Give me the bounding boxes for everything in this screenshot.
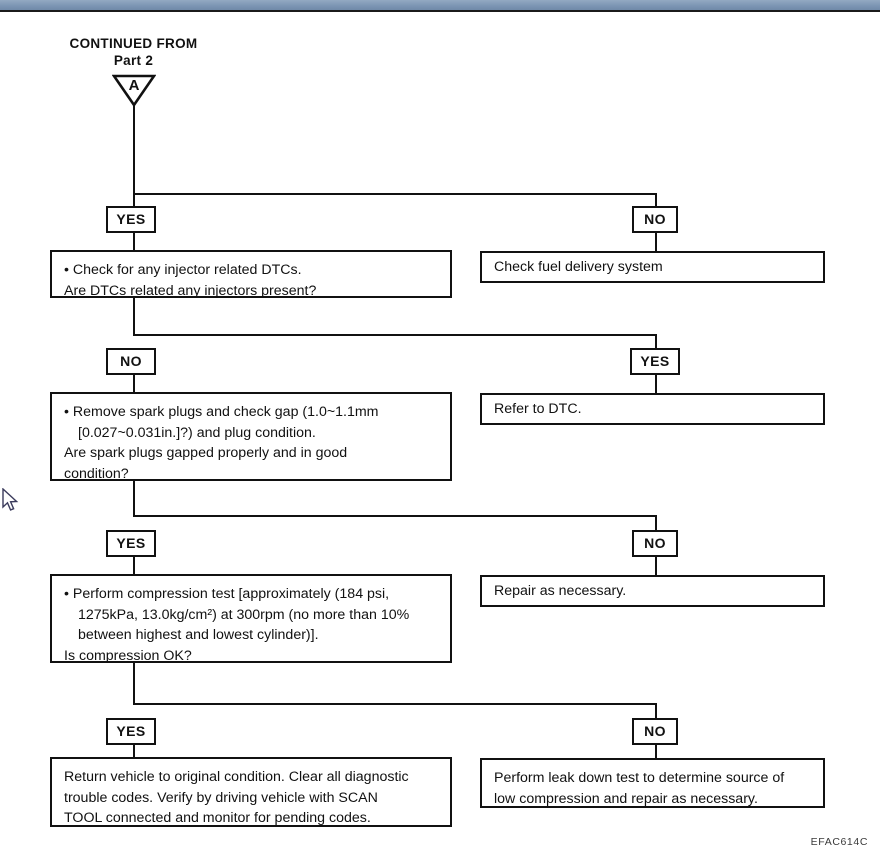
decision-box-row-1-line-2: Are DTCs related any injectors present? bbox=[64, 282, 317, 299]
triangle-down-icon bbox=[111, 74, 157, 108]
branch-drop-right-1 bbox=[655, 334, 657, 348]
action-box-row-3: Repair as necessary. bbox=[480, 575, 825, 607]
figure-code: EFAC614C bbox=[810, 836, 868, 848]
branch-line-0 bbox=[133, 193, 657, 195]
box-exit-stem-2 bbox=[133, 481, 135, 517]
branch-drop-right-3 bbox=[655, 703, 657, 718]
decision-box-row-2-line-4: condition? bbox=[64, 465, 129, 482]
action-box-row-4-line-2: low compression and repair as necessary. bbox=[494, 790, 758, 807]
connector-triangle-a: A bbox=[111, 73, 157, 108]
window-titlebar bbox=[0, 0, 880, 12]
tag-stem-right-2 bbox=[655, 375, 657, 393]
branch-line-2 bbox=[133, 515, 657, 517]
decision-box-row-3-line-2: 1275kPa, 13.0kg/cm²) at 300rpm (no more … bbox=[78, 606, 410, 623]
action-box-row-4-line-1: Perform leak down test to determine sour… bbox=[494, 770, 785, 786]
tag-stem-left-4 bbox=[133, 745, 135, 758]
decision-box-row-2: • Remove spark plugs and check gap (1.0~… bbox=[50, 392, 452, 482]
branch-line-1 bbox=[133, 334, 657, 336]
result-box-row-4-line-3: TOOL connected and monitor for pending c… bbox=[64, 810, 371, 826]
mouse-cursor bbox=[2, 487, 20, 519]
tag-yes-row-2: YES bbox=[630, 348, 680, 375]
tag-stem-left-2 bbox=[133, 375, 135, 393]
decision-box-row-2-line-2: [0.027~0.031in.]?) and plug condition. bbox=[78, 424, 316, 441]
result-box-row-4-line-1: Return vehicle to original condition. Cl… bbox=[64, 769, 409, 785]
decision-box-row-3-line-1: • Perform compression test [approximatel… bbox=[64, 586, 390, 602]
branch-drop-right-0 bbox=[655, 193, 657, 206]
decision-box-row-1: • Check for any injector related DTCs. A… bbox=[50, 250, 452, 299]
action-box-row-2: Refer to DTC. bbox=[480, 393, 825, 425]
tag-yes-row-1: YES bbox=[106, 206, 156, 233]
decision-box-row-3-line-3: between highest and lowest cylinder)]. bbox=[78, 627, 319, 643]
tag-yes-row-4: YES bbox=[106, 718, 156, 745]
decision-box-row-1-line-1: • Check for any injector related DTCs. bbox=[64, 262, 302, 278]
result-box-row-4-line-2: trouble codes. Verify by driving vehicle… bbox=[64, 789, 378, 806]
branch-drop-left-0 bbox=[133, 193, 135, 206]
decision-box-row-3-line-4: Is compression OK? bbox=[64, 647, 192, 664]
tag-no-row-2: NO bbox=[106, 348, 156, 375]
decision-box-row-2-line-3: Are spark plugs gapped properly and in g… bbox=[64, 445, 348, 461]
tag-stem-left-3 bbox=[133, 557, 135, 575]
box-exit-stem-1 bbox=[133, 298, 135, 336]
decision-box-row-3: • Perform compression test [approximatel… bbox=[50, 574, 452, 664]
action-box-row-3-line-1: Repair as necessary. bbox=[494, 583, 627, 599]
action-box-row-2-line-1: Refer to DTC. bbox=[494, 401, 582, 417]
tag-stem-left-1 bbox=[133, 233, 135, 251]
decision-box-row-2-line-1: • Remove spark plugs and check gap (1.0~… bbox=[64, 404, 379, 420]
action-box-row-1-line-1: Check fuel delivery system bbox=[494, 259, 663, 275]
tag-stem-right-3 bbox=[655, 557, 657, 575]
tag-yes-row-3: YES bbox=[106, 530, 156, 557]
result-box-row-4: Return vehicle to original condition. Cl… bbox=[50, 757, 452, 827]
action-box-row-1: Check fuel delivery system bbox=[480, 251, 825, 283]
action-box-row-4: Perform leak down test to determine sour… bbox=[480, 758, 825, 808]
connector-stem-top bbox=[133, 105, 135, 195]
tag-no-row-1: NO bbox=[632, 206, 678, 233]
continued-from-part-label: Part 2 bbox=[113, 53, 154, 68]
continued-from-label: CONTINUED FROM bbox=[69, 36, 198, 51]
flowchart-sheet: CONTINUED FROM Part 2 A YES NO • Check f… bbox=[0, 12, 880, 860]
tag-no-row-3: NO bbox=[632, 530, 678, 557]
tag-stem-right-4 bbox=[655, 745, 657, 758]
branch-drop-right-2 bbox=[655, 515, 657, 530]
tag-stem-right-1 bbox=[655, 233, 657, 251]
connector-label: A bbox=[128, 77, 140, 94]
box-exit-stem-3 bbox=[133, 663, 135, 705]
branch-line-3 bbox=[133, 703, 657, 705]
tag-no-row-4: NO bbox=[632, 718, 678, 745]
